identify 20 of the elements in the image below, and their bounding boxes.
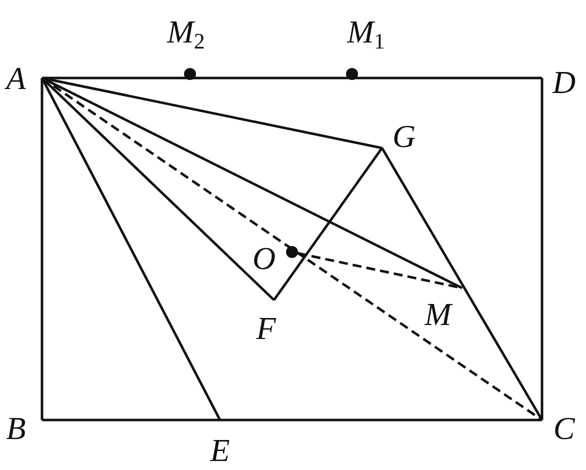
point-label: D	[552, 66, 576, 98]
line-segment	[272, 147, 384, 301]
line-segment	[42, 76, 382, 150]
line-segment	[380, 147, 544, 421]
point-label: B	[6, 412, 26, 444]
point-label: E	[210, 434, 230, 466]
point-label: O	[252, 242, 276, 274]
point-label: G	[392, 120, 416, 152]
point-label: M$_{2}$	[167, 16, 205, 52]
line-segment	[42, 76, 542, 80]
line-segment	[40, 77, 222, 421]
point-label: A	[6, 62, 26, 94]
line-segment	[540, 78, 544, 420]
line-segment	[41, 76, 463, 290]
point-label: C	[553, 412, 575, 444]
line-segment	[40, 78, 44, 420]
point-label: M$_{1}$	[347, 16, 385, 52]
point-label: F	[256, 312, 276, 344]
line-segment	[42, 418, 542, 422]
point-label: M	[424, 298, 452, 330]
